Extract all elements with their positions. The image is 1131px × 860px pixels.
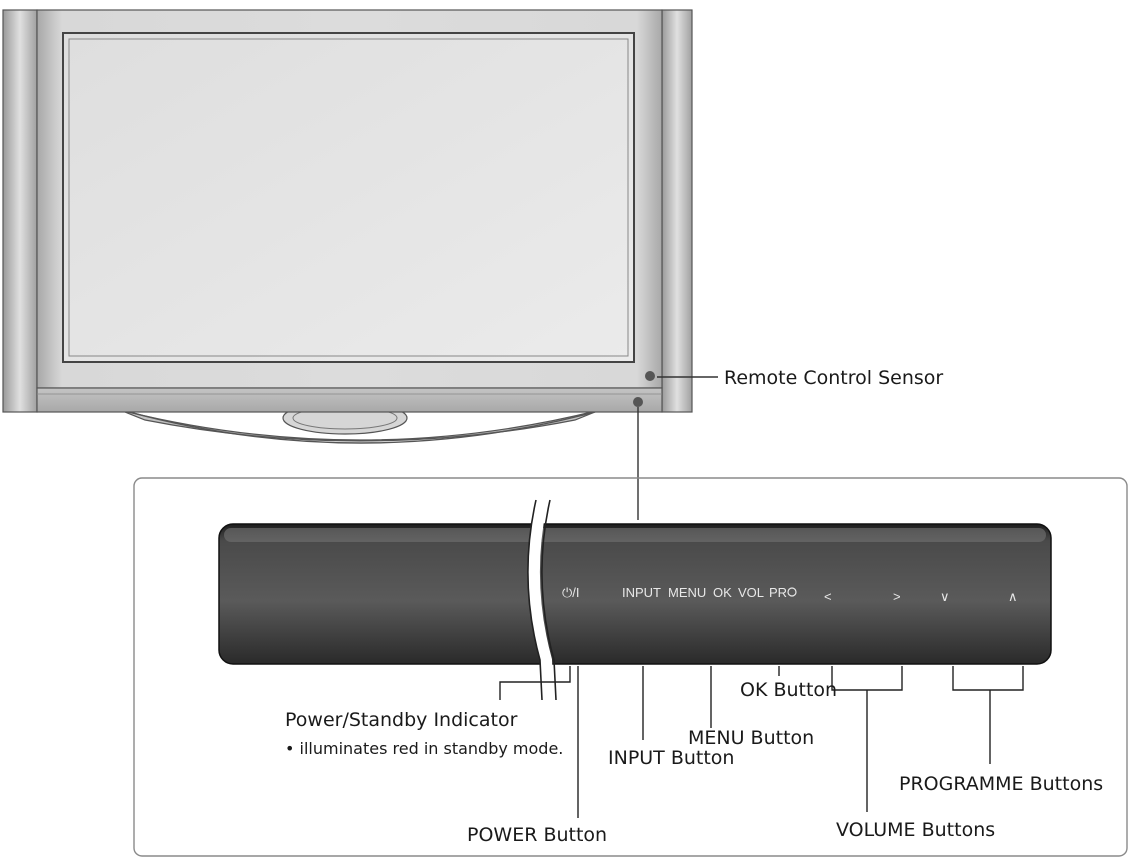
panel-menu-label[interactable]: MENU <box>668 585 706 600</box>
programme-up-chevron-icon[interactable]: ∧ <box>1008 589 1018 604</box>
input-button-label: INPUT Button <box>608 747 734 769</box>
power-indicator-note: • illuminates red in standby mode. <box>285 739 563 758</box>
tv-illustration <box>2 9 693 444</box>
bezel-indicator-dot <box>633 397 643 407</box>
volume-up-chevron-icon[interactable]: > <box>893 589 901 604</box>
programme-buttons-label: PROGRAMME Buttons <box>899 773 1103 795</box>
tv-right-side <box>661 9 693 413</box>
programme-down-chevron-icon[interactable]: ∨ <box>940 589 950 604</box>
power-button-label: POWER Button <box>467 824 607 846</box>
callout-leaders <box>499 666 1024 818</box>
tv-bottom-bezel <box>36 387 663 413</box>
panel-power-symbol[interactable]: ⏻/I <box>562 585 580 600</box>
remote-sensor-label: Remote Control Sensor <box>724 367 943 389</box>
volume-buttons-label: VOLUME Buttons <box>836 819 995 841</box>
remote-sensor-dot <box>645 371 655 381</box>
power-indicator-label: Power/Standby Indicator <box>285 709 518 731</box>
tv-left-side <box>2 9 38 413</box>
front-control-panel: ⏻/I INPUT MENU OK VOL PR < > ∨ ∧ <box>218 498 1052 701</box>
panel-pr-label[interactable]: PR <box>769 585 787 600</box>
panel-input-label[interactable]: INPUT <box>622 585 661 600</box>
volume-down-chevron-icon[interactable]: < <box>824 589 832 604</box>
zoom-detail-box <box>133 477 1128 857</box>
panel-vol-label[interactable]: VOL <box>738 585 764 600</box>
menu-button-label: MENU Button <box>688 727 814 749</box>
panel-pr-dot-icon <box>787 587 797 597</box>
ok-button-label: OK Button <box>740 679 837 701</box>
panel-ok-label[interactable]: OK <box>713 585 732 600</box>
tv-screen <box>62 32 635 363</box>
